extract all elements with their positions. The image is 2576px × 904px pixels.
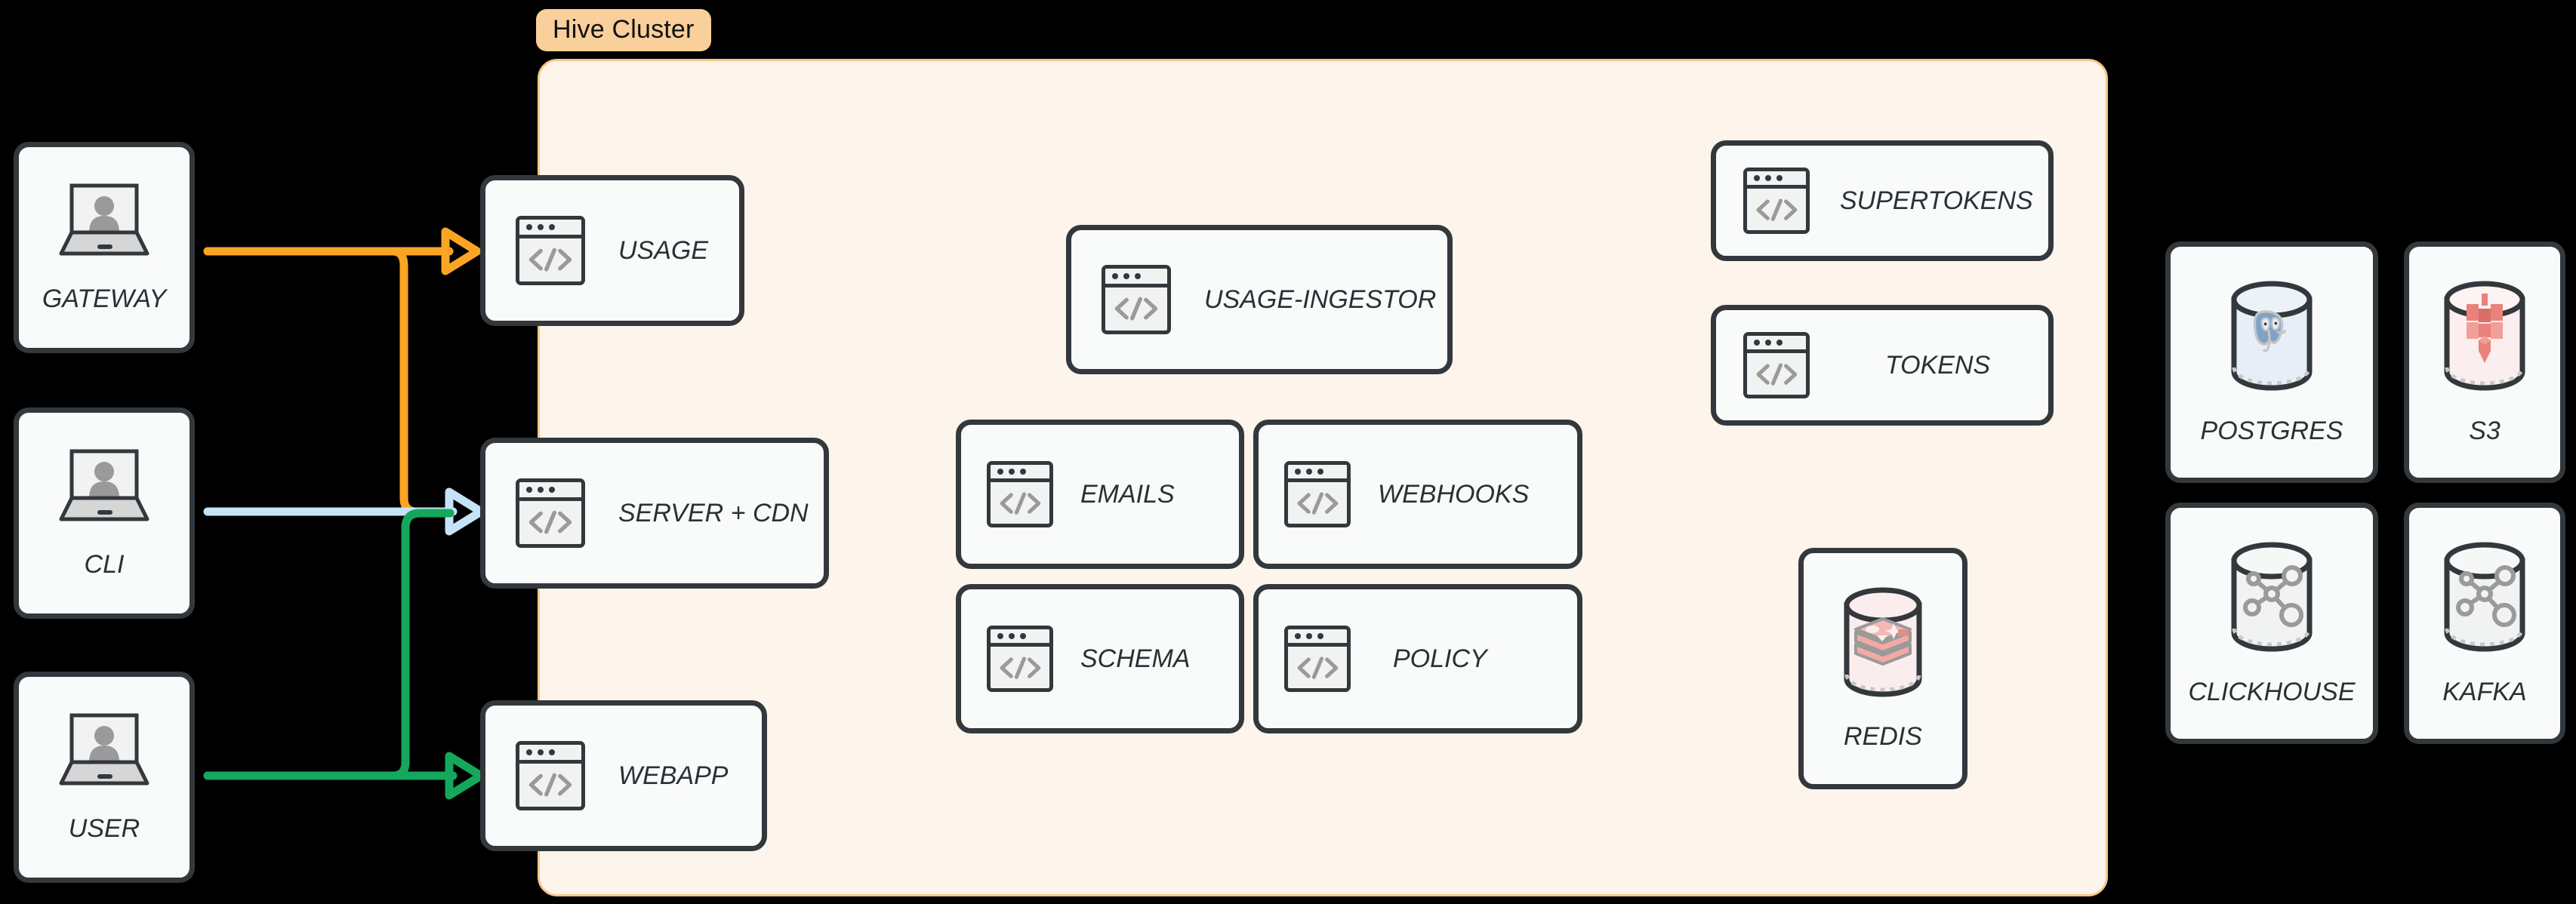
store-card-redis[interactable]: REDIS <box>1798 548 1967 789</box>
service-label: SERVER + CDN <box>618 498 809 527</box>
service-label: EMAILS <box>1080 479 1175 509</box>
laptop-user-icon <box>55 711 153 795</box>
service-card-usage-ingestor[interactable]: USAGE-INGESTOR <box>1066 225 1453 374</box>
actor-card-cli[interactable]: CLI <box>14 407 195 619</box>
code-glyph <box>1288 482 1347 524</box>
service-card-supertokens[interactable]: SUPERTOKENS <box>1711 140 2054 261</box>
service-label: TOKENS <box>1885 350 1991 380</box>
service-label: SUPERTOKENS <box>1840 186 2033 215</box>
window-titlebar <box>1288 629 1347 647</box>
service-card-policy[interactable]: POLICY <box>1253 584 1582 733</box>
code-window-icon <box>987 626 1053 692</box>
code-glyph <box>519 238 581 281</box>
redis-cylinder-icon <box>1833 586 1933 703</box>
store-label: POSTGRES <box>2200 417 2343 445</box>
code-glyph <box>991 482 1049 524</box>
code-glyph <box>991 647 1049 688</box>
store-card-postgres[interactable]: POSTGRES <box>2165 241 2378 483</box>
actor-label: CLI <box>84 550 125 579</box>
window-titlebar <box>1288 465 1347 483</box>
window-titlebar <box>991 629 1049 647</box>
actor-label: USER <box>68 814 140 843</box>
service-label: SCHEMA <box>1080 644 1191 673</box>
laptop-user-icon <box>55 447 153 530</box>
window-titlebar <box>1747 171 1806 189</box>
actor-label: GATEWAY <box>42 284 167 313</box>
actor-card-user[interactable]: USER <box>14 672 195 883</box>
window-titlebar <box>1105 269 1167 287</box>
code-glyph <box>1747 189 1806 230</box>
laptop-user-icon <box>55 181 153 265</box>
arrowhead-user-webapp <box>445 752 485 800</box>
service-label: POLICY <box>1393 644 1487 673</box>
store-label: REDIS <box>1844 722 1922 751</box>
code-window-icon <box>516 216 585 285</box>
store-card-s3[interactable]: S3 <box>2404 241 2565 483</box>
code-glyph <box>1105 287 1167 331</box>
arrowhead-cli-server <box>445 487 485 536</box>
store-card-clickhouse[interactable]: CLICKHOUSE <box>2165 503 2378 744</box>
code-window-icon <box>1743 332 1810 398</box>
service-card-emails[interactable]: EMAILS <box>956 420 1244 569</box>
edge-user <box>203 509 458 780</box>
kafka-cylinder-icon <box>2432 540 2537 658</box>
code-glyph <box>519 501 581 544</box>
code-window-icon <box>1102 265 1171 334</box>
code-window-icon <box>1743 168 1810 234</box>
code-glyph <box>519 764 581 807</box>
service-card-tokens[interactable]: TOKENS <box>1711 305 2054 426</box>
window-titlebar <box>1747 336 1806 354</box>
window-titlebar <box>991 465 1049 483</box>
service-card-server-cdn[interactable]: SERVER + CDN <box>480 438 829 589</box>
store-card-kafka[interactable]: KAFKA <box>2404 503 2565 744</box>
window-titlebar <box>519 220 581 238</box>
store-label: CLICKHOUSE <box>2188 678 2356 706</box>
code-glyph <box>1288 647 1347 688</box>
service-card-webapp[interactable]: WEBAPP <box>480 700 767 851</box>
code-window-icon <box>1284 461 1351 527</box>
service-label: WEBHOOKS <box>1378 479 1530 509</box>
service-card-usage[interactable]: USAGE <box>480 175 744 326</box>
code-window-icon <box>1284 626 1351 692</box>
service-card-webhooks[interactable]: WEBHOOKS <box>1253 420 1582 569</box>
arrowhead-gateway-usage <box>441 227 482 275</box>
actor-card-gateway[interactable]: GATEWAY <box>14 142 195 353</box>
hive-cluster-badge: Hive Cluster <box>536 9 711 51</box>
store-label: S3 <box>2469 417 2501 445</box>
service-card-schema[interactable]: SCHEMA <box>956 584 1244 733</box>
service-label: USAGE <box>618 235 709 265</box>
code-window-icon <box>516 741 585 810</box>
window-titlebar <box>519 745 581 764</box>
code-window-icon <box>987 461 1053 527</box>
s3-cylinder-icon <box>2432 278 2537 397</box>
clickhouse-cylinder-icon <box>2219 540 2325 658</box>
edge-gateway <box>203 247 454 516</box>
postgres-cylinder-icon <box>2219 278 2325 397</box>
service-label: USAGE-INGESTOR <box>1204 284 1437 314</box>
code-glyph <box>1747 353 1806 395</box>
store-label: KAFKA <box>2442 678 2527 706</box>
service-label: WEBAPP <box>618 761 729 790</box>
code-window-icon <box>516 478 585 548</box>
window-titlebar <box>519 482 581 501</box>
